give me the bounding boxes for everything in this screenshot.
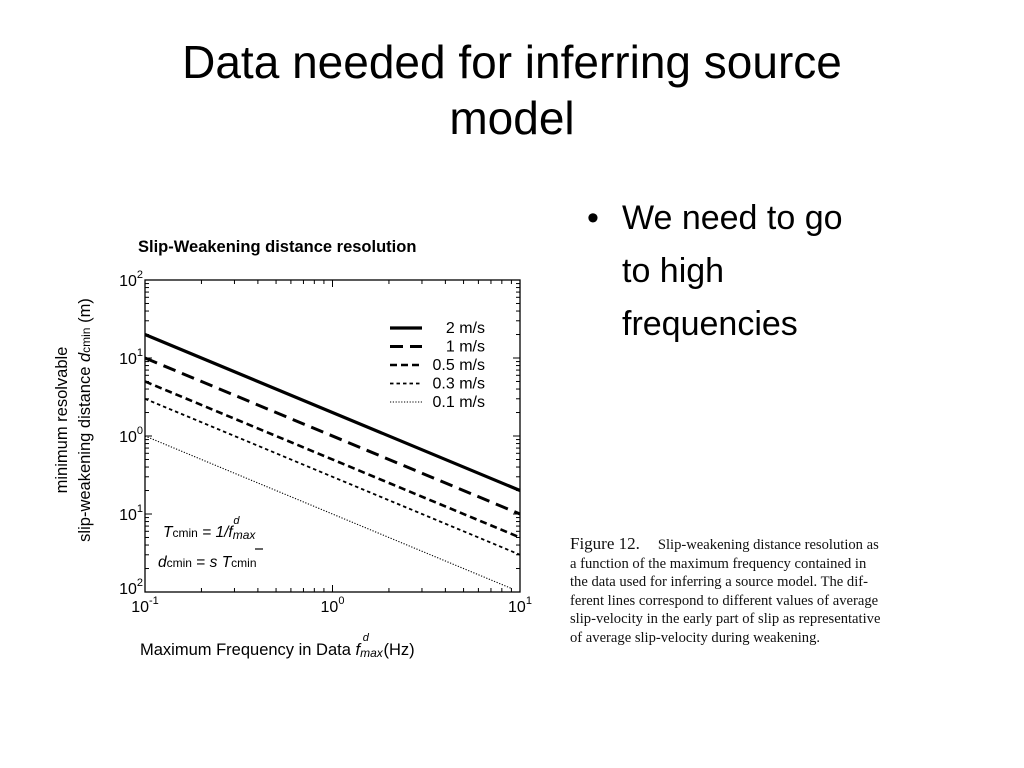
series-line [144, 333, 521, 492]
y-tick-label: 101 [119, 503, 143, 524]
x-axis-label-suffix: (Hz) [379, 641, 415, 659]
y-tick-exp: 1 [137, 347, 143, 359]
annotation-dcmin: dcmin = s Tcmin [158, 554, 257, 571]
annotation-tcmin: Tcmin = 1/fmaxd [163, 515, 256, 542]
series-line [144, 397, 521, 556]
y-tick-exp: 2 [137, 577, 143, 589]
annotation-sup2: d [233, 515, 240, 527]
annotation-var3: T [222, 554, 233, 571]
annotation-sub3: cmin [231, 556, 256, 570]
y-axis-label-var: d [76, 352, 94, 362]
title-line-2: model [449, 92, 575, 144]
bullet-list: • We need to go to high frequencies [585, 192, 1005, 351]
caption-line-4: ferent lines correspond to different val… [570, 592, 879, 609]
x-tick-labels: 10-1 100 101 [131, 595, 532, 616]
bullet-line-1: We need to go [622, 199, 843, 237]
legend-label: 0.1 m/s [433, 394, 485, 411]
y-tick-base: 10 [119, 273, 137, 290]
legend: 2 m/s 1 m/s0.5 m/s 0.3 m/s0.1 m/s [390, 320, 485, 411]
y-axis-label-line-2: slip-weakening distance dcmin (m) [76, 298, 94, 542]
series-line [144, 380, 521, 539]
annotation-sub2: max [233, 528, 257, 542]
caption-line-3: the data used for inferring a source mod… [570, 574, 868, 590]
annotation-var: T [163, 524, 174, 541]
x-tick-base: 10 [508, 599, 526, 616]
legend-label: 2 m/s [446, 320, 485, 337]
x-axis-label-sub: max [360, 646, 384, 660]
x-tick-exp: -1 [149, 595, 159, 607]
x-tick-label: 100 [321, 595, 345, 616]
y-tick-label: 102 [119, 269, 143, 290]
y-axis-label-prefix: slip-weakening distance [76, 362, 94, 542]
annotation-eq: = 1/ [198, 524, 230, 541]
caption-line-5: slip-velocity in the early part of slip … [570, 611, 881, 627]
y-tick-exp: 2 [137, 269, 143, 281]
title-line-1: Data needed for inferring source [182, 36, 842, 88]
annotation-sbar: s [210, 554, 218, 571]
bullet-line-3: frequencies [622, 305, 798, 343]
x-tick-base: 10 [131, 599, 149, 616]
legend-label: 0.5 m/s [433, 357, 485, 374]
y-tick-exp: 0 [137, 425, 143, 437]
x-axis-label-sup: d [363, 632, 370, 644]
bullet-line-2: to high [622, 252, 725, 290]
y-axis-label-suffix: (m) [76, 298, 94, 327]
figure-caption: Figure 12. Slip-weakening distance resolu… [570, 534, 988, 647]
y-tick-label: 101 [119, 347, 143, 368]
legend-label: 1 m/s [446, 339, 485, 356]
series-line [144, 435, 512, 589]
series-lines [144, 333, 521, 589]
x-tick-exp: 1 [526, 595, 532, 607]
caption-text: Slip-weakening distance resolution as [657, 537, 879, 553]
y-tick-label: 100 [119, 425, 143, 446]
slide-title: Data needed for inferring source model [40, 34, 984, 146]
y-tick-label: 102 [119, 577, 143, 598]
annotation-sub: cmin [167, 556, 192, 570]
chart: Slip-Weakening distance resolution 2 m/s… [45, 225, 560, 670]
caption-line-6: of average slip-velocity during weakenin… [570, 629, 821, 646]
x-axis-label: Maximum Frequency in Data fmax d (Hz) [140, 632, 415, 660]
annotation-var2: f [228, 524, 234, 541]
y-tick-labels: 102 101 100 101 102 [119, 269, 143, 598]
y-tick-base: 10 [119, 429, 137, 446]
axis-ticks [144, 279, 521, 593]
y-axis-label-line-1: minimum resolvable [53, 347, 71, 494]
figure-label: Figure 12. [570, 534, 640, 553]
x-axis-label-var: f [356, 641, 363, 659]
chart-svg: Slip-Weakening distance resolution 2 m/s… [53, 238, 532, 660]
x-tick-exp: 0 [338, 595, 344, 607]
legend-label: 0.3 m/s [433, 376, 485, 393]
y-tick-base: 10 [119, 507, 137, 524]
chart-title: Slip-Weakening distance resolution [138, 238, 416, 256]
caption-line-1: Figure 12. Slip-weakening distance resolu… [570, 534, 988, 555]
y-axis-label: minimum resolvable slip-weakening distan… [53, 298, 94, 542]
annotation-sub: cmin [172, 526, 197, 540]
y-tick-base: 10 [119, 581, 137, 598]
x-axis-label-text: Maximum Frequency in Data [140, 641, 356, 659]
annotation-eq: = [192, 554, 210, 571]
caption-line-2: a function of the maximum frequency cont… [570, 555, 867, 572]
bullet-symbol: • [587, 199, 599, 237]
y-axis-label-sub: cmin [79, 328, 93, 353]
y-tick-base: 10 [119, 351, 137, 368]
bullet-item: • We need to go to high frequencies [585, 192, 1005, 351]
series-line [144, 356, 521, 516]
annotation-var: d [158, 554, 168, 571]
x-tick-label: 101 [508, 595, 532, 616]
x-tick-base: 10 [321, 599, 339, 616]
x-tick-label: 10-1 [131, 595, 159, 616]
y-tick-exp: 1 [137, 503, 143, 515]
